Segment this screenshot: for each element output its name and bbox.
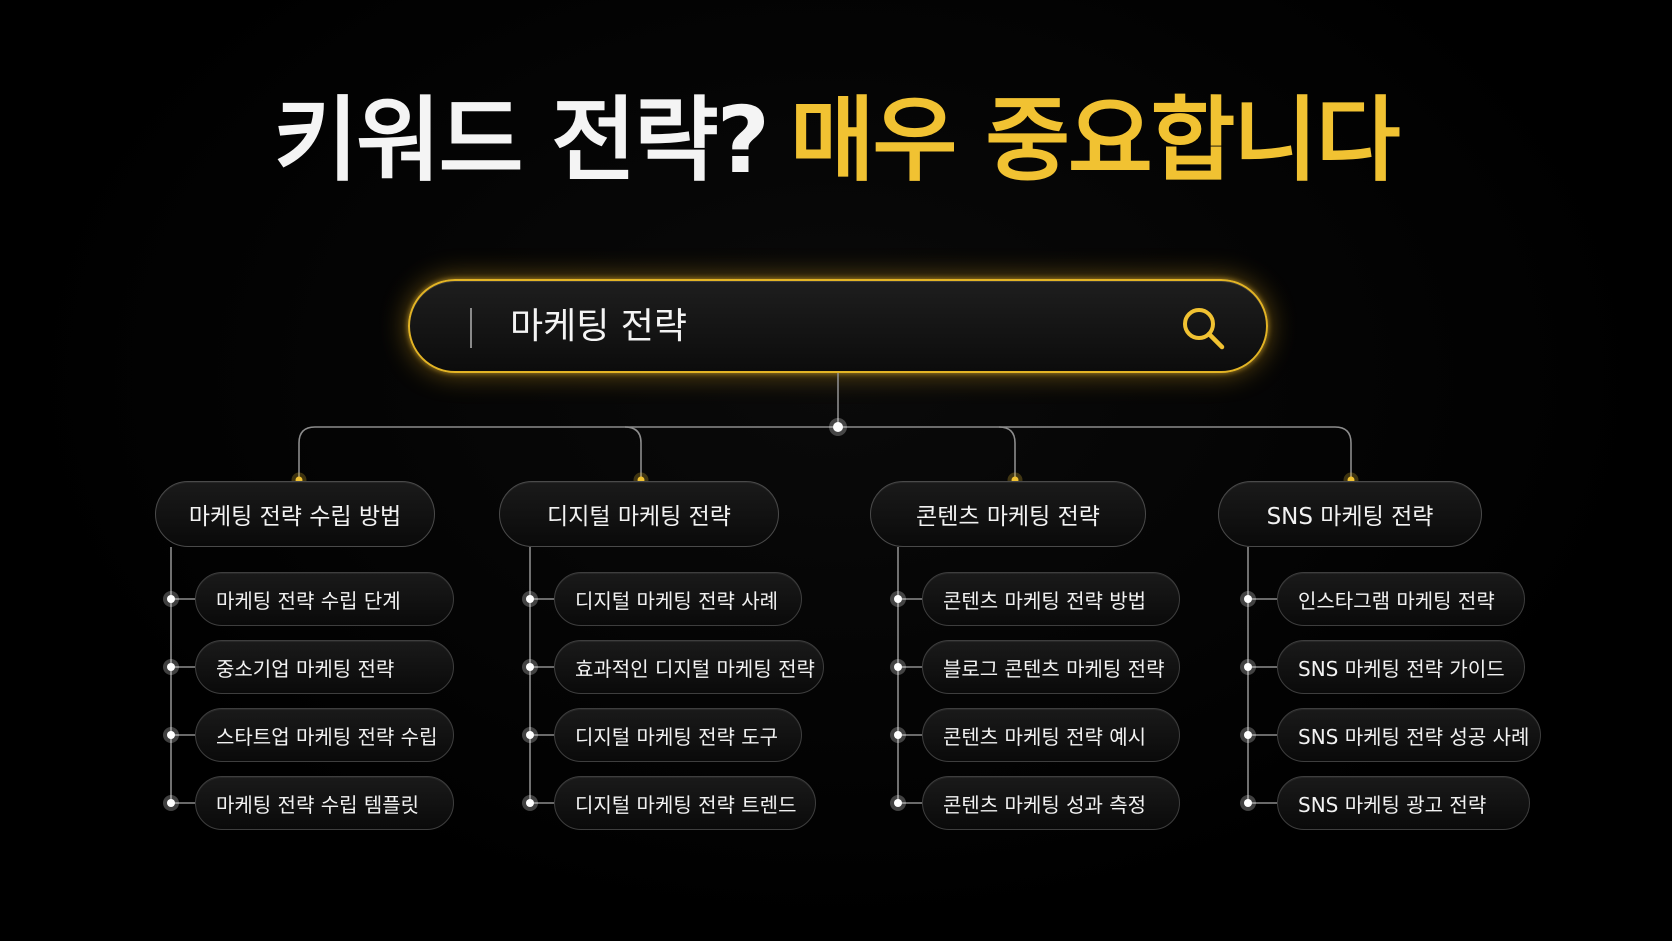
category-pill-2[interactable]: 디지털 마케팅 전략 bbox=[499, 481, 779, 547]
keyword-pill[interactable]: 마케팅 전략 수립 템플릿 bbox=[195, 776, 454, 830]
keyword-label: 효과적인 디지털 마케팅 전략 bbox=[575, 656, 815, 681]
keyword-pill[interactable]: SNS 마케팅 전략 가이드 bbox=[1277, 640, 1525, 694]
junction-dot bbox=[833, 422, 843, 432]
category-label: 콘텐츠 마케팅 전략 bbox=[916, 504, 1100, 530]
node-dot bbox=[1244, 731, 1252, 739]
keyword-pill[interactable]: 효과적인 디지털 마케팅 전략 bbox=[554, 640, 824, 694]
keyword-label: 디지털 마케팅 전략 도구 bbox=[575, 724, 779, 749]
title-part-2: 매우 중요합니다 bbox=[790, 87, 1401, 194]
keyword-label: SNS 마케팅 전략 성공 사례 bbox=[1298, 724, 1530, 749]
keyword-pill[interactable]: 중소기업 마케팅 전략 bbox=[195, 640, 454, 694]
keyword-pill[interactable]: 콘텐츠 마케팅 성과 측정 bbox=[922, 776, 1180, 830]
branch-line bbox=[998, 426, 1016, 480]
keyword-label: 블로그 콘텐츠 마케팅 전략 bbox=[943, 656, 1165, 681]
node-dot bbox=[894, 731, 902, 739]
keyword-pill[interactable]: SNS 마케팅 광고 전략 bbox=[1277, 776, 1530, 830]
keyword-label: 마케팅 전략 수립 템플릿 bbox=[216, 792, 420, 817]
keyword-label: 콘텐츠 마케팅 성과 측정 bbox=[943, 792, 1147, 817]
node-dot bbox=[526, 799, 534, 807]
category-label: 마케팅 전략 수립 방법 bbox=[188, 504, 402, 530]
keyword-label: 콘텐츠 마케팅 전략 예시 bbox=[943, 724, 1147, 749]
title-part-1: 키워드 전략? bbox=[273, 87, 770, 194]
category-pill-3[interactable]: 콘텐츠 마케팅 전략 bbox=[870, 481, 1146, 547]
node-dot bbox=[1244, 663, 1252, 671]
node-dot bbox=[526, 595, 534, 603]
node-dot bbox=[894, 663, 902, 671]
category-pill-4[interactable]: SNS 마케팅 전략 bbox=[1218, 481, 1482, 547]
node-dot bbox=[167, 663, 175, 671]
text-cursor bbox=[470, 308, 472, 348]
keyword-label: 스타트업 마케팅 전략 수립 bbox=[216, 724, 438, 749]
keyword-label: 디지털 마케팅 전략 사례 bbox=[575, 588, 779, 613]
keyword-pill[interactable]: 디지털 마케팅 전략 트렌드 bbox=[554, 776, 816, 830]
keyword-label: 콘텐츠 마케팅 전략 방법 bbox=[943, 588, 1147, 613]
page-title: 키워드 전략?매우 중요합니다 bbox=[0, 86, 1672, 196]
keyword-pill[interactable]: 스타트업 마케팅 전략 수립 bbox=[195, 708, 454, 762]
category-label: SNS 마케팅 전략 bbox=[1266, 504, 1434, 530]
bus-line bbox=[298, 426, 1352, 480]
keyword-pill[interactable]: 인스타그램 마케팅 전략 bbox=[1277, 572, 1525, 626]
node-dot bbox=[167, 595, 175, 603]
node-dot bbox=[526, 663, 534, 671]
search-bar[interactable]: 마케팅 전략 bbox=[408, 279, 1268, 373]
keyword-label: SNS 마케팅 광고 전략 bbox=[1298, 792, 1487, 817]
node-dot bbox=[894, 799, 902, 807]
keyword-pill[interactable]: 디지털 마케팅 전략 도구 bbox=[554, 708, 802, 762]
keyword-pill[interactable]: 콘텐츠 마케팅 전략 예시 bbox=[922, 708, 1180, 762]
keyword-label: SNS 마케팅 전략 가이드 bbox=[1298, 656, 1505, 681]
keyword-pill[interactable]: 마케팅 전략 수립 단계 bbox=[195, 572, 454, 626]
node-dot bbox=[1244, 799, 1252, 807]
node-dot bbox=[167, 799, 175, 807]
keyword-pill[interactable]: 디지털 마케팅 전략 사례 bbox=[554, 572, 802, 626]
keyword-label: 중소기업 마케팅 전략 bbox=[216, 656, 395, 681]
category-label: 디지털 마케팅 전략 bbox=[547, 504, 731, 530]
node-dot bbox=[526, 731, 534, 739]
node-dot bbox=[894, 595, 902, 603]
keyword-label: 디지털 마케팅 전략 트렌드 bbox=[575, 792, 797, 817]
keyword-pill[interactable]: SNS 마케팅 전략 성공 사례 bbox=[1277, 708, 1541, 762]
search-query[interactable]: 마케팅 전략 bbox=[510, 306, 688, 347]
node-dot bbox=[1244, 595, 1252, 603]
node-dot bbox=[167, 731, 175, 739]
search-icon[interactable] bbox=[1180, 305, 1226, 351]
keyword-label: 마케팅 전략 수립 단계 bbox=[216, 588, 401, 613]
branch-line bbox=[624, 426, 642, 480]
keyword-pill[interactable]: 블로그 콘텐츠 마케팅 전략 bbox=[922, 640, 1180, 694]
category-pill-1[interactable]: 마케팅 전략 수립 방법 bbox=[155, 481, 435, 547]
keyword-label: 인스타그램 마케팅 전략 bbox=[1298, 588, 1495, 613]
keyword-pill[interactable]: 콘텐츠 마케팅 전략 방법 bbox=[922, 572, 1180, 626]
